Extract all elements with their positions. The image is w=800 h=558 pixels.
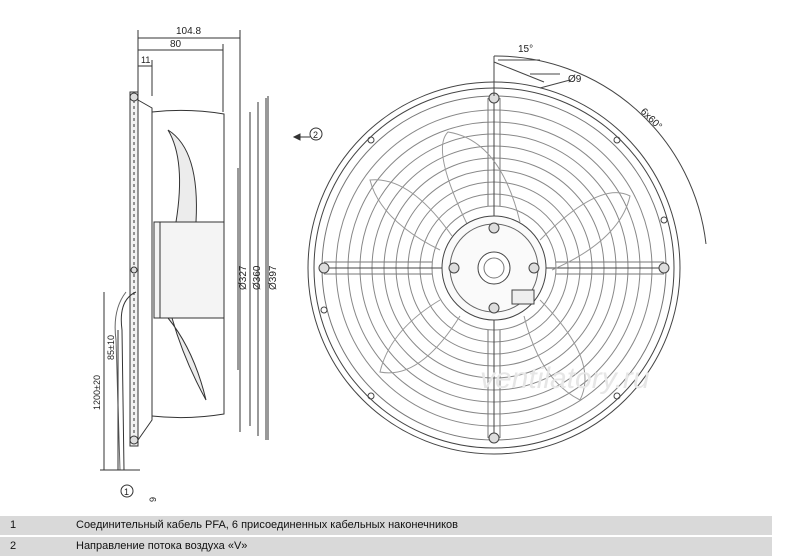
note-row: 1 Соединительный кабель PFA, 6 присоедин… <box>0 516 772 535</box>
callout-1-circle <box>120 484 134 498</box>
note-number: 1 <box>10 519 17 531</box>
side-view <box>100 30 310 471</box>
front-view <box>307 55 707 455</box>
fan-technical-drawing: 104.8 80 11 Ø327 Ø360 Ø397 1200±20 85±10… <box>92 26 707 502</box>
dim-15-deg: 15° <box>518 44 533 55</box>
dim-9: 9 <box>148 497 158 502</box>
dim-397: Ø397 <box>268 265 279 290</box>
dim-6x60: 6x60° <box>638 106 664 132</box>
watermark: ventilatory.ru <box>480 362 650 395</box>
dim-85: 85±10 <box>106 335 116 360</box>
note-text: Направление потока воздуха «V» <box>76 540 248 552</box>
callout-1: 1 <box>124 487 129 497</box>
notes-table: 1 Соединительный кабель PFA, 6 присоедин… <box>0 516 772 558</box>
dim-80: 80 <box>170 39 182 50</box>
dim-hole-9: Ø9 <box>568 74 582 85</box>
dim-104-8: 104.8 <box>176 26 201 37</box>
dim-1200: 1200±20 <box>92 375 102 410</box>
dim-11: 11 <box>141 55 150 65</box>
note-text: Соединительный кабель PFA, 6 присоединен… <box>76 519 459 531</box>
dim-360: Ø360 <box>252 265 263 290</box>
note-row: 2 Направление потока воздуха «V» <box>0 537 772 556</box>
dim-327: Ø327 <box>238 265 249 290</box>
callout-2: 2 <box>313 130 318 140</box>
callout-2-circle <box>309 127 323 141</box>
note-number: 2 <box>10 540 17 552</box>
